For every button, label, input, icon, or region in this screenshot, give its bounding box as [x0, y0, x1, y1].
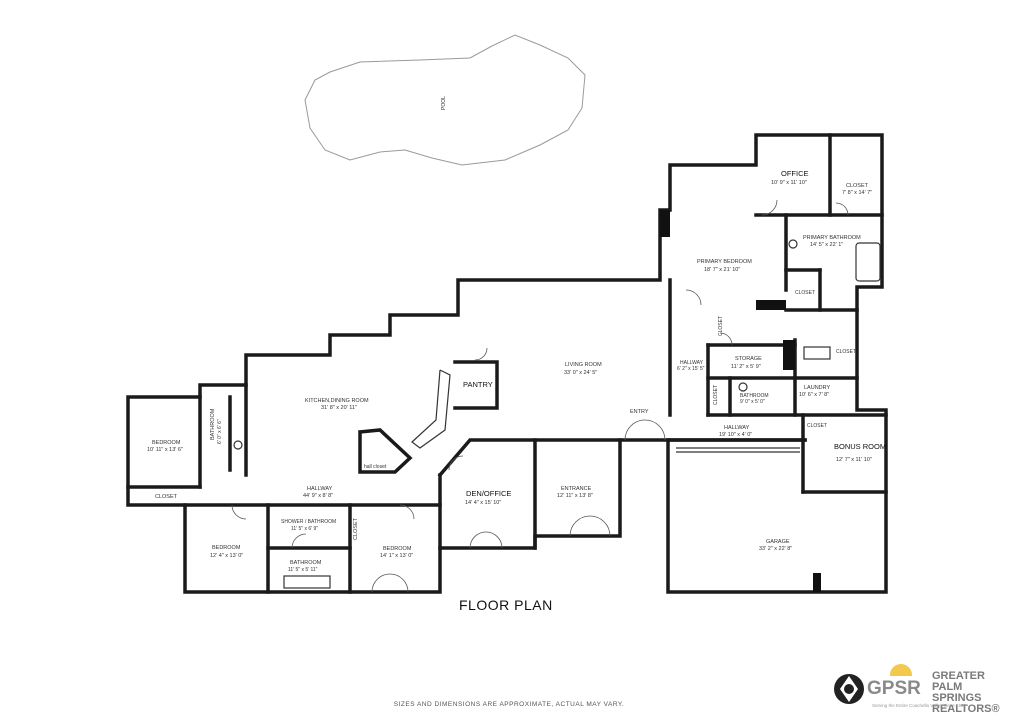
room-closet-hc2-name: CLOSET [713, 385, 719, 405]
pool-outline [304, 34, 586, 166]
room-bedroom-s-name: BEDROOM [383, 546, 412, 552]
room-bedroom-w-dim: 10' 11" x 13' 6" [147, 447, 183, 453]
room-bath-s-dim: 11' 5" x 5' 11" [288, 567, 318, 573]
room-bedroom-s-dim: 14' 1" x 13' 0" [380, 553, 413, 559]
room-den-name: DEN/OFFICE [466, 489, 511, 498]
sink [803, 346, 831, 360]
fireplace [660, 210, 670, 237]
floor-plan-caption: FLOOR PLAN [459, 597, 553, 613]
doors [231, 199, 849, 593]
room-hallway-w-name: HALLWAY [307, 486, 333, 492]
room-storage-dim: 11' 2" x 5' 9" [731, 364, 761, 370]
room-shower-bath-name: SHOWER / BATHROOM [281, 519, 336, 525]
room-storage-name: STORAGE [735, 356, 762, 362]
room-closet-office-name: CLOSET [846, 183, 869, 189]
room-kitchen-name: KITCHEN,DINING ROOM [305, 398, 369, 404]
room-bath-e-dim: 9' 0" x 5' 0" [740, 399, 765, 405]
room-entrance-dim: 12' 11" x 13' 8" [557, 493, 593, 499]
room-bath-s-name: BATHROOM [290, 560, 322, 566]
room-pantry-name: PANTRY [463, 380, 493, 389]
room-closet-e-name: CLOSET [807, 423, 827, 429]
dark-block [783, 340, 795, 370]
room-closet-office-dim: 7' 8" x 14' 7" [842, 190, 872, 196]
room-bonus-name: BONUS ROOM [834, 442, 886, 451]
room-primary-bed-name: PRIMARY BEDROOM [697, 259, 752, 265]
toilet [233, 440, 243, 450]
room-laundry-dim: 10' 6" x 7' 8" [799, 392, 829, 398]
disclaimer-text: SIZES AND DIMENSIONS ARE APPROXIMATE, AC… [393, 701, 625, 708]
room-labels: OFFICE 10' 9" x 11' 10" CLOSET 7' 8" x 1… [147, 169, 886, 573]
dark-block [756, 300, 786, 310]
logo-sun-icon [890, 664, 912, 676]
room-office-name: OFFICE [781, 169, 809, 178]
room-laundry-name: LAUNDRY [804, 385, 831, 391]
room-hallway-c-name: HALLWAY [680, 360, 704, 366]
pool-label: POOL [441, 96, 447, 110]
room-entrance-name: ENTRANCE [561, 486, 592, 492]
room-bedroom-w-name: BEDROOM [152, 440, 181, 446]
room-bedroom-sw-name: BEDROOM [212, 545, 241, 551]
room-closet-hc-name: CLOSET [718, 316, 724, 336]
room-shower-bath-dim: 11' 5" x 6' 9" [291, 526, 318, 532]
bathtub [855, 242, 881, 282]
room-primary-bath-name: PRIMARY BATHROOM [803, 235, 861, 241]
room-closet-s-name: CLOSET [353, 517, 359, 540]
room-garage-dim: 33' 2" x 22' 8" [759, 546, 792, 552]
room-primary-bath-dim: 14' 5" x 22' 1" [810, 242, 843, 248]
room-living-dim: 33' 0" x 24' 5" [564, 370, 597, 376]
logo-abbr: GPSR [867, 678, 921, 699]
room-bedroom-sw-dim: 12' 4" x 13' 0" [210, 553, 243, 559]
room-primary-bed-dim: 18' 7" x 21' 10" [704, 267, 740, 273]
room-hallway-e-dim: 19' 10" x 4' 0" [719, 432, 752, 438]
room-bath-e-name: BATHROOM [740, 393, 769, 399]
room-bonus-dim: 12' 7" x 11' 10" [836, 457, 872, 463]
room-closet-pb-name: CLOSET [795, 290, 815, 296]
room-hallway-e-name: HALLWAY [724, 425, 750, 431]
walls [126, 133, 888, 594]
dark-block [813, 573, 821, 592]
room-closet-st-name: CLOSET [836, 349, 856, 355]
room-bath-w-name: BATHROOM [210, 408, 216, 440]
toilet [788, 239, 798, 249]
room-closet-w-name: CLOSET [155, 494, 178, 500]
room-living-name: LIVING ROOM [565, 362, 602, 368]
room-bath-w-dim: 6' 0" x 6' 6" [217, 419, 223, 444]
logo-mark-icon [834, 674, 864, 704]
room-den-dim: 14' 4" x 15' 10" [465, 500, 501, 506]
room-garage-name: GARAGE [766, 539, 790, 545]
gpsr-logo: GPSR GREATER PALM SPRINGS REALTORS® Serv… [832, 664, 1012, 715]
room-hallway-w-dim: 44' 9" x 8' 8" [303, 493, 333, 499]
room-hall-closet-name: hall closet [364, 464, 387, 470]
room-hallway-c-dim: 6' 2" x 15' 5" [677, 366, 705, 372]
room-entry-name: ENTRY [630, 409, 649, 415]
room-kitchen-dim: 31' 8" x 20' 11" [321, 405, 357, 411]
room-office-dim: 10' 9" x 11' 10" [771, 180, 807, 186]
garage-door [676, 447, 800, 453]
sink [283, 575, 331, 589]
logo-name: GREATER PALM SPRINGS REALTORS® [932, 670, 1000, 715]
toilet [738, 382, 748, 392]
logo-tagline: Serving the Entire Coachella Valley Sinc… [872, 703, 966, 708]
